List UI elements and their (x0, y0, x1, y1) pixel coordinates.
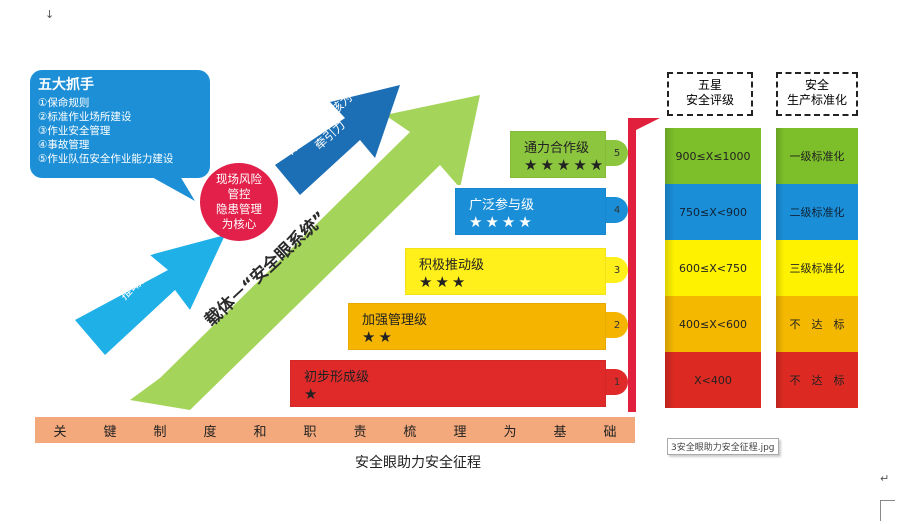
level-number-tab: 1 (606, 369, 628, 395)
foundation-char: 为 (503, 424, 517, 440)
level-step: 加强管理级★★ (348, 300, 606, 350)
level-number-tab: 4 (606, 197, 628, 223)
bubble-title: 五大抓手 (38, 77, 94, 93)
foundation-char: 理 (453, 424, 467, 440)
level-step: 广泛参与级★★★★ (455, 185, 606, 235)
main-green-arrow (130, 95, 480, 410)
file-label: 3安全眼助力安全征程.jpg (667, 438, 779, 455)
star-rating: ★ (304, 385, 321, 403)
risk-control-circle: 现场风险管控隐患管理为核心 (200, 163, 278, 241)
hse-arrow (275, 85, 400, 195)
standard-row: 三级标准化 (776, 240, 858, 296)
foundation-char: 制 (153, 424, 167, 440)
circle-line: 为核心 (221, 217, 257, 231)
standard-row: 不 达 标 (776, 352, 858, 408)
foundation-char: 职 (303, 424, 317, 440)
foundation-char: 和 (253, 424, 267, 440)
foundation-char: 键 (103, 424, 117, 440)
header-line: 安全 (804, 78, 829, 92)
step-label: 积极推动级 (419, 258, 485, 273)
standard-row: 一级标准化 (776, 128, 858, 184)
foundation-bar: 关键制度和职责梳理为基础 (35, 417, 635, 443)
leadership-arrow (75, 235, 225, 355)
step-label: 加强管理级 (362, 313, 428, 328)
standard-header: 安全生产标准化 (776, 72, 858, 116)
foundation-char: 础 (603, 424, 617, 440)
standard-row: 不 达 标 (776, 296, 858, 352)
bubble-item: ②标准作业场所建设 (38, 111, 132, 123)
caption: 安全眼助力安全征程 (355, 455, 481, 471)
star-rating: ★★★★ (469, 213, 535, 231)
red-pole (628, 118, 636, 412)
header-line: 五星 (697, 78, 722, 92)
rating-row: X<400 (665, 352, 761, 408)
level-number-tab: 3 (606, 257, 628, 283)
header-line: 生产标准化 (786, 93, 847, 107)
circle-line: 隐患管理 (216, 202, 262, 216)
bubble-item: ⑤作业队伍安全作业能力建设 (38, 153, 174, 165)
standard-column: 一级标准化二级标准化三级标准化不 达 标不 达 标 (776, 128, 858, 408)
five-measures-bubble: 五大抓手 ①保命规则 ②标准作业场所建设 ③作业安全管理 ④事故管理 ⑤作业队伍… (30, 70, 210, 178)
star-rating: ★★★ (419, 273, 469, 291)
step-label: 广泛参与级 (469, 198, 535, 213)
circle-line: 现场风险 (216, 172, 262, 186)
step-label: 通力合作级 (524, 141, 590, 156)
foundation-char: 基 (553, 424, 567, 440)
level-step: 初步形成级★ (290, 357, 606, 407)
bubble-item: ④事故管理 (38, 139, 90, 151)
header-line: 安全评级 (685, 93, 734, 107)
star-rating: ★★★★★ (524, 156, 607, 174)
foundation-char: 梳 (403, 424, 417, 440)
circle-line: 管控 (227, 187, 251, 201)
foundation-char: 关 (53, 424, 67, 440)
bubble-tail (150, 176, 195, 201)
rating-row: 750≤X<900 (665, 184, 761, 240)
pennant (636, 118, 660, 130)
level-number-tab: 2 (606, 312, 628, 338)
foundation-char: 度 (203, 424, 217, 440)
level-number-tab: 5 (606, 140, 628, 166)
rating-row: 600≤X<750 (665, 240, 761, 296)
step-label: 初步形成级 (304, 370, 370, 385)
rating-row: 900≤X≤1000 (665, 128, 761, 184)
page-corner (880, 500, 895, 521)
bubble-item: ①保命规则 (38, 97, 90, 109)
foundation-char: 责 (353, 424, 367, 440)
rating-row: 400≤X<600 (665, 296, 761, 352)
paragraph-mark: ↓ (45, 8, 55, 21)
bubble-item: ③作业安全管理 (38, 125, 111, 137)
standard-row: 二级标准化 (776, 184, 858, 240)
rating-header: 五星安全评级 (667, 72, 753, 116)
level-step: 通力合作级★★★★★ (510, 128, 606, 178)
star-rating: ★★ (362, 328, 395, 346)
return-mark: ↵ (880, 472, 890, 485)
level-step: 积极推动级★★★ (405, 245, 606, 295)
